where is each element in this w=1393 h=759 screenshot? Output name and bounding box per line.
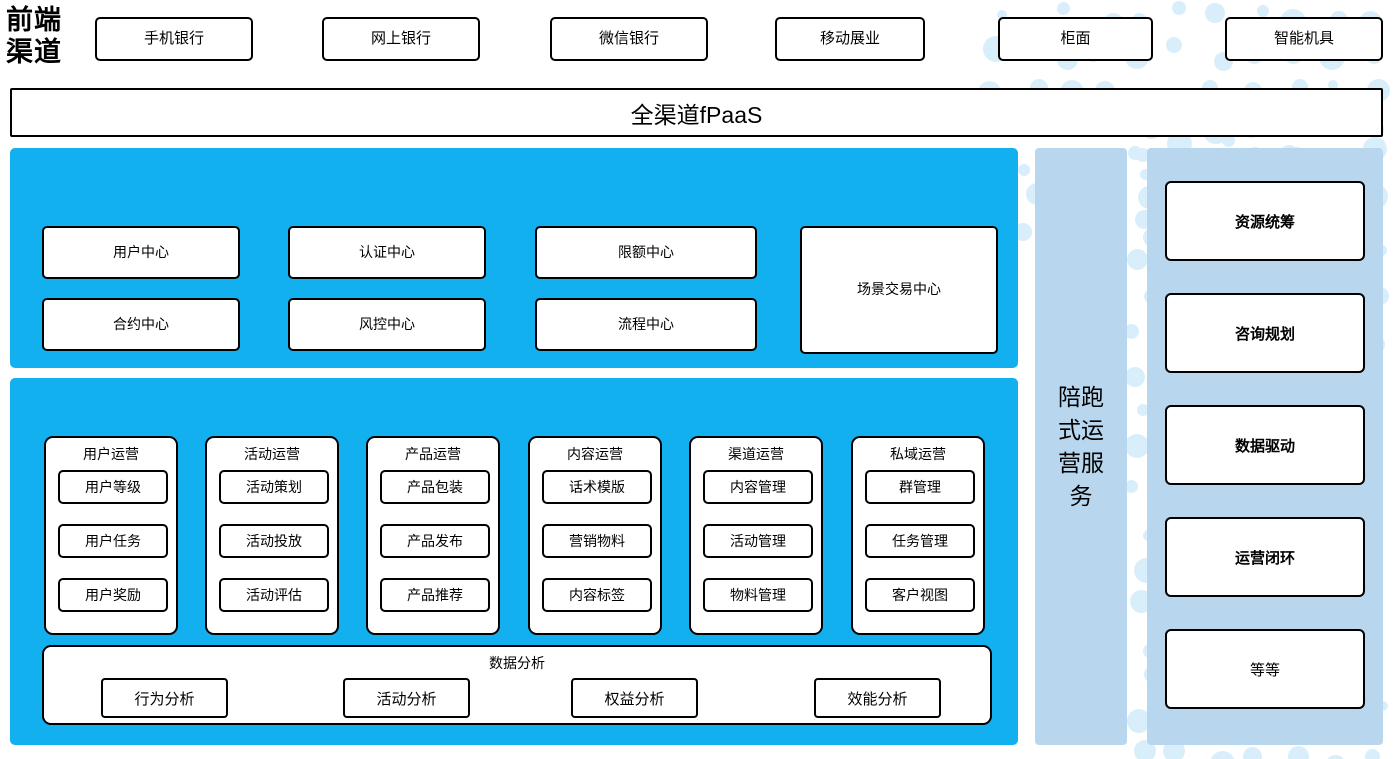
trade-box-risk-center[interactable]: 风控中心 [288, 298, 486, 351]
ops-item-marketing-material[interactable]: 营销物料 [542, 524, 652, 558]
ops-group-product[interactable]: 产品运营 产品包装 产品发布 产品推荐 [366, 436, 500, 635]
capability-label-operation-closed-loop: 运营闭环 [1234, 549, 1295, 567]
ops-group-user[interactable]: 用户运营 用户等级 用户任务 用户奖励 [44, 436, 178, 635]
ops-item-user-level[interactable]: 用户等级 [58, 470, 168, 504]
ops-item-product-recommend[interactable]: 产品推荐 [380, 578, 490, 612]
trade-box-auth-center[interactable]: 认证中心 [288, 226, 486, 279]
ops-group-private-domain[interactable]: 私域运营 群管理 任务管理 客户视图 [851, 436, 985, 635]
capability-item-data-driven[interactable]: 数据驱动 [1165, 405, 1365, 485]
trade-box-scene-trade-center[interactable]: 场景交易中心 [800, 226, 998, 354]
channel-label-wechat-bank: 微信银行 [598, 29, 659, 47]
ops-item-campaign-planning[interactable]: 活动策划 [219, 470, 329, 504]
omnichannel-fpaas-bar[interactable]: 全渠道fPaaS [10, 88, 1383, 137]
front-end-channel-label-line1: 前端 [6, 5, 62, 35]
channel-box-mobile-bank[interactable]: 手机银行 [95, 17, 253, 61]
channel-box-wechat-bank[interactable]: 微信银行 [550, 17, 708, 61]
data-analysis-item-behavior[interactable]: 行为分析 [101, 678, 228, 718]
capability-label-data-driven: 数据驱动 [1234, 437, 1295, 455]
ops-item-campaign-delivery[interactable]: 活动投放 [219, 524, 329, 558]
trade-box-process-center[interactable]: 流程中心 [535, 298, 757, 351]
front-end-channel-label-line2: 渠道 [6, 37, 62, 67]
capability-item-operation-closed-loop[interactable]: 运营闭环 [1165, 517, 1365, 597]
trade-label-process-center: 流程中心 [618, 315, 674, 332]
channel-label-smart-machine: 智能机具 [1273, 29, 1334, 47]
ops-group-channel[interactable]: 渠道运营 内容管理 活动管理 物料管理 [689, 436, 823, 635]
ops-item-product-packaging[interactable]: 产品包装 [380, 470, 490, 504]
ops-group-campaign[interactable]: 活动运营 活动策划 活动投放 活动评估 [205, 436, 339, 635]
ops-item-script-template[interactable]: 话术模版 [542, 470, 652, 504]
channel-label-counter: 柜面 [1060, 29, 1091, 47]
capability-item-resource-coordination[interactable]: 资源统筹 [1165, 181, 1365, 261]
trade-label-user-center: 用户中心 [113, 243, 169, 260]
trade-label-risk-center: 风控中心 [359, 315, 415, 332]
ops-group-title-user: 用户运营 [83, 446, 139, 462]
capability-label-etc: 等等 [1249, 661, 1280, 679]
capability-label-consulting-planning: 咨询规划 [1234, 325, 1295, 343]
channel-box-online-bank[interactable]: 网上银行 [322, 17, 480, 61]
trade-label-limit-center: 限额中心 [618, 243, 674, 260]
data-analysis-title: 数据分析 [489, 655, 545, 671]
capability-label-resource-coordination: 资源统筹 [1234, 213, 1295, 231]
trade-label-contract-center: 合约中心 [113, 315, 169, 332]
trade-label-scene-trade-center: 场景交易中心 [857, 281, 941, 298]
ops-item-material-management[interactable]: 物料管理 [703, 578, 813, 612]
service-column-panel: 陪跑式运营服务 [1035, 148, 1127, 745]
ops-group-title-channel: 渠道运营 [728, 446, 784, 462]
data-analysis-item-campaign[interactable]: 活动分析 [343, 678, 470, 718]
omnichannel-fpaas-label: 全渠道fPaaS [630, 101, 763, 128]
channel-label-online-bank: 网上银行 [370, 29, 431, 47]
ops-item-campaign-management[interactable]: 活动管理 [703, 524, 813, 558]
ops-group-title-content: 内容运营 [567, 446, 623, 462]
channel-label-mobile-business: 移动展业 [819, 29, 880, 47]
service-column-label: 陪跑式运营服务 [1058, 383, 1104, 509]
ops-item-user-reward[interactable]: 用户奖励 [58, 578, 168, 612]
ops-item-product-release[interactable]: 产品发布 [380, 524, 490, 558]
ops-group-content[interactable]: 内容运营 话术模版 营销物料 内容标签 [528, 436, 662, 635]
channel-box-smart-machine[interactable]: 智能机具 [1225, 17, 1383, 61]
channel-box-mobile-business[interactable]: 移动展业 [775, 17, 925, 61]
capability-item-consulting-planning[interactable]: 咨询规划 [1165, 293, 1365, 373]
channel-box-counter[interactable]: 柜面 [998, 17, 1153, 61]
ops-item-content-management[interactable]: 内容管理 [703, 470, 813, 504]
ops-item-campaign-evaluation[interactable]: 活动评估 [219, 578, 329, 612]
trade-box-limit-center[interactable]: 限额中心 [535, 226, 757, 279]
channel-label-mobile-bank: 手机银行 [143, 29, 204, 47]
trade-box-contract-center[interactable]: 合约中心 [42, 298, 240, 351]
capability-item-etc[interactable]: 等等 [1165, 629, 1365, 709]
front-end-channel-label: 前端 渠道 [6, 4, 84, 68]
ops-item-task-management[interactable]: 任务管理 [865, 524, 975, 558]
data-analysis-item-efficiency[interactable]: 效能分析 [814, 678, 941, 718]
ops-item-customer-view[interactable]: 客户视图 [865, 578, 975, 612]
ops-group-title-campaign: 活动运营 [244, 446, 300, 462]
ops-group-title-product: 产品运营 [405, 446, 461, 462]
ops-item-content-tag[interactable]: 内容标签 [542, 578, 652, 612]
data-analysis-item-rights[interactable]: 权益分析 [571, 678, 698, 718]
trade-box-user-center[interactable]: 用户中心 [42, 226, 240, 279]
data-analysis-panel[interactable]: 数据分析 行为分析 活动分析 权益分析 效能分析 [42, 645, 992, 725]
ops-group-title-private-domain: 私域运营 [890, 446, 946, 462]
ops-item-user-task[interactable]: 用户任务 [58, 524, 168, 558]
ops-item-group-management[interactable]: 群管理 [865, 470, 975, 504]
trade-label-auth-center: 认证中心 [359, 243, 415, 260]
